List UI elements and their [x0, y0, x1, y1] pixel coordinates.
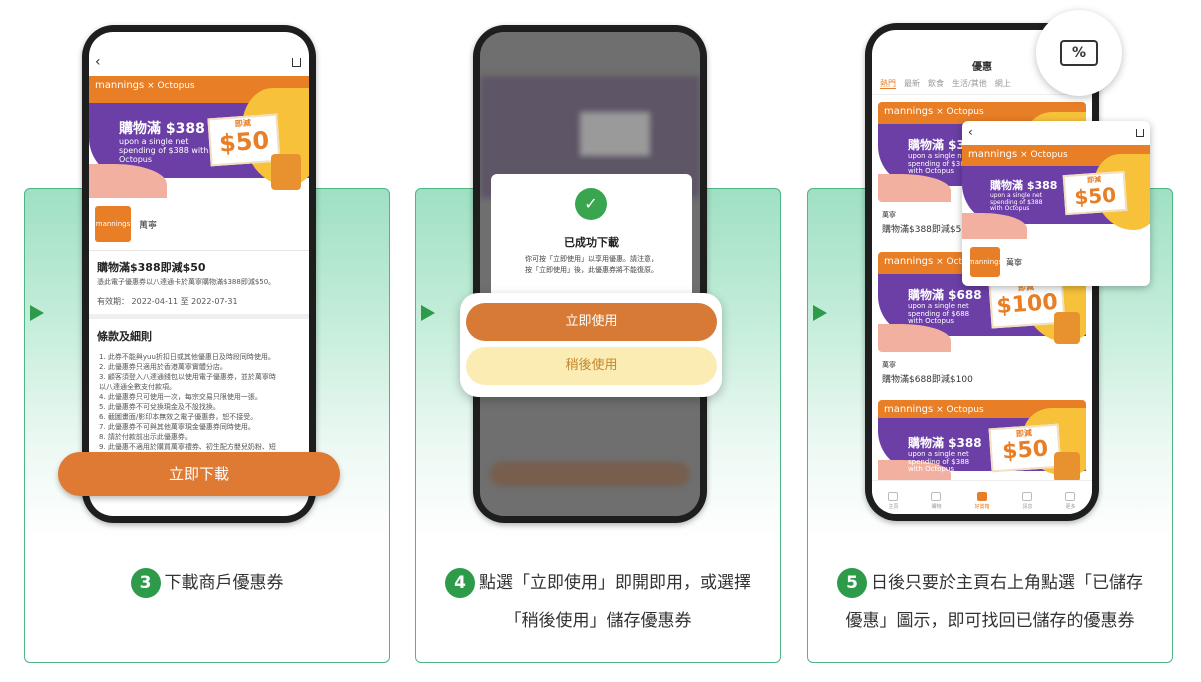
merchant-logo: mannings	[968, 247, 1002, 277]
terms-item: 7. 此優惠券不可與其他萬寧現金優惠券同時使用。	[99, 423, 255, 431]
nav-item[interactable]: 主頁	[888, 492, 899, 510]
step-number-badge: 4	[445, 568, 475, 598]
terms-item: 8. 請於付款前出示此優惠券。	[99, 433, 192, 441]
bottom-nav: 主頁 購物 好賞箱 訊息 更多	[872, 480, 1092, 514]
download-button[interactable]: 立即下載	[58, 452, 340, 496]
terms-item: 1. 此券不能與yuu折扣日或其他優惠日及時段同時使用。	[99, 353, 275, 361]
share-icon[interactable]	[1136, 129, 1144, 137]
nav-label: 好賞箱	[974, 504, 990, 510]
validity-text: 有效期： 2022-04-11 至 2022-07-31	[97, 297, 238, 306]
nav-icon	[888, 492, 899, 501]
dialog-title: 已成功下載	[564, 236, 619, 249]
shopping-bag-icon	[271, 154, 301, 190]
tab-2[interactable]: 飲食	[928, 79, 944, 88]
nav-item[interactable]: 好賞箱	[974, 492, 990, 510]
coupon-graphic: 即減 $50	[207, 113, 281, 167]
nav-label: 購物	[931, 504, 942, 510]
play-arrow-icon	[30, 305, 44, 321]
nav-icon	[931, 492, 942, 501]
merchant-name: 萬寧	[139, 221, 158, 231]
offer-card-title[interactable]: 購物滿$688即減$100	[882, 375, 973, 385]
use-later-button[interactable]: 稍後使用	[466, 347, 717, 385]
offer-card-merchant: 萬寧	[882, 361, 896, 369]
offer-card-banner[interactable]: mannings × Octopus 購物滿 $388 upon a singl…	[878, 400, 1086, 484]
success-dialog: ✓ 已成功下載 你可按「立即使用」以享用優惠。請注意， 按「立即使用」後，此優惠…	[491, 174, 692, 299]
saved-offers-icon[interactable]: %	[1036, 10, 1122, 96]
category-tabs: 熱門最新飲食生活/其他網上	[880, 78, 1019, 89]
step-number-badge: 5	[837, 568, 867, 598]
nav-icon	[1065, 492, 1076, 501]
terms-item: 2. 此優惠券只適用於香港萬寧實體分店。	[99, 363, 227, 371]
tab-3[interactable]: 生活/其他	[952, 79, 987, 88]
offer-description: 憑此電子優惠券以八達通卡於萬寧購物滿$388即減$50。	[97, 278, 276, 286]
use-now-button[interactable]: 立即使用	[466, 303, 717, 341]
promo-headline: 購物滿 $388	[119, 121, 205, 137]
terms-item: 以八達通全數支付款項。	[99, 383, 176, 391]
terms-item: 3. 顧客須登入八達通錢包以使用電子優惠券，並於萬寧時	[99, 373, 276, 381]
step-number-badge: 3	[130, 568, 161, 598]
offer-card-merchant: 萬寧	[882, 211, 896, 219]
tab-0[interactable]: 熱門	[880, 79, 896, 89]
back-icon[interactable]: ‹	[968, 125, 973, 139]
nav-item[interactable]: 訊息	[1022, 492, 1033, 510]
terms-item: 6. 截圖畫面/影印本無效之電子優惠券，恕不接受。	[99, 413, 258, 421]
brand-lockup: mannings × Octopus	[95, 80, 195, 91]
check-icon: ✓	[575, 188, 607, 220]
terms-item: 4. 此優惠券只可使用一次，每宗交易只限使用一張。	[99, 393, 262, 401]
page-title: 優惠	[972, 62, 992, 73]
merchant-name: 萬寧	[1006, 258, 1022, 267]
phone-screen: ‹ mannings × Octopus 購物滿 $388 upon a sin…	[89, 32, 309, 516]
play-arrow-icon	[421, 305, 435, 321]
terms-title: 條款及細則	[97, 330, 152, 343]
nav-label: 更多	[1065, 504, 1076, 510]
promo-subtext: upon a single net spending of $388 with …	[119, 137, 209, 164]
nav-item[interactable]: 購物	[931, 492, 942, 510]
nav-item[interactable]: 更多	[1065, 492, 1076, 510]
offer-card-title[interactable]: 購物滿$388即減$50	[882, 225, 968, 235]
nav-label: 訊息	[1022, 504, 1033, 510]
terms-item: 9. 此優惠不適用於購買萬寧禮券、初生配方嬰兒奶粉、短	[99, 443, 276, 451]
nav-label: 主頁	[888, 504, 899, 510]
nav-icon	[976, 492, 987, 501]
offer-title: 購物滿$388即減$50	[97, 261, 206, 274]
saved-offer-preview: ‹ mannings × Octopus 購物滿 $388 upon a sin…	[962, 121, 1150, 286]
tab-1[interactable]: 最新	[904, 79, 920, 88]
promo-banner: mannings × Octopus 購物滿 $388 upon a singl…	[89, 76, 309, 198]
share-icon[interactable]	[292, 58, 301, 67]
merchant-logo: mannings	[95, 206, 131, 242]
play-arrow-icon	[813, 305, 827, 321]
dialog-message: 你可按「立即使用」以享用優惠。請注意， 按「立即使用」後，此優惠券將不能復原。	[525, 255, 658, 274]
nav-icon	[1022, 492, 1033, 501]
phone-frame: ‹ mannings × Octopus 購物滿 $388 upon a sin…	[82, 25, 316, 523]
ticket-icon: %	[1060, 40, 1098, 66]
tab-4[interactable]: 網上	[994, 79, 1011, 88]
back-icon[interactable]: ‹	[95, 54, 101, 70]
terms-item: 5. 此優惠券不可兌換現金及不設找換。	[99, 403, 220, 411]
